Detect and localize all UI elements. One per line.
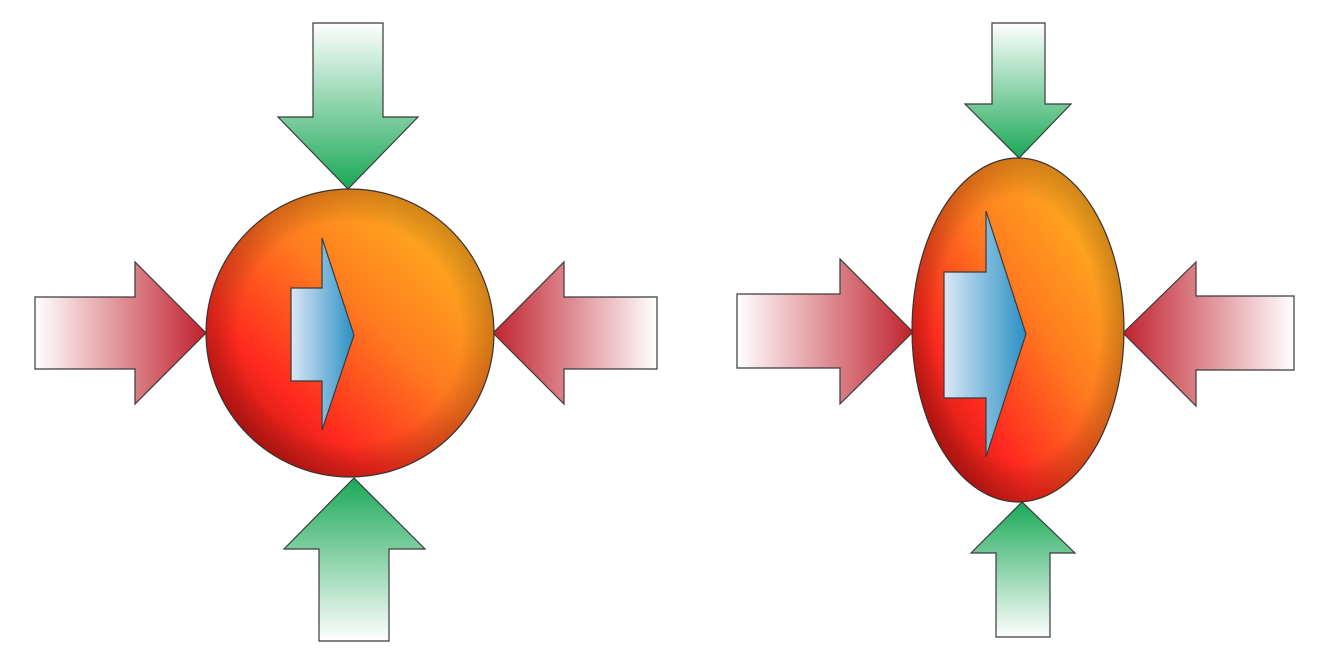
compression-arrow-bottom xyxy=(969,501,1077,638)
compression-arrow-top xyxy=(276,22,420,190)
compression-arrow-bottom xyxy=(282,477,427,642)
panel-1 xyxy=(34,22,658,642)
compression-arrow-left xyxy=(34,260,207,406)
compression-arrow-right xyxy=(492,260,658,406)
compression-arrow-right xyxy=(1122,260,1295,408)
motion-arrow xyxy=(943,210,1027,458)
panel-2 xyxy=(736,22,1295,638)
compression-arrow-left xyxy=(736,257,914,406)
motion-arrow xyxy=(290,237,355,431)
compression-arrow-top xyxy=(963,22,1073,159)
